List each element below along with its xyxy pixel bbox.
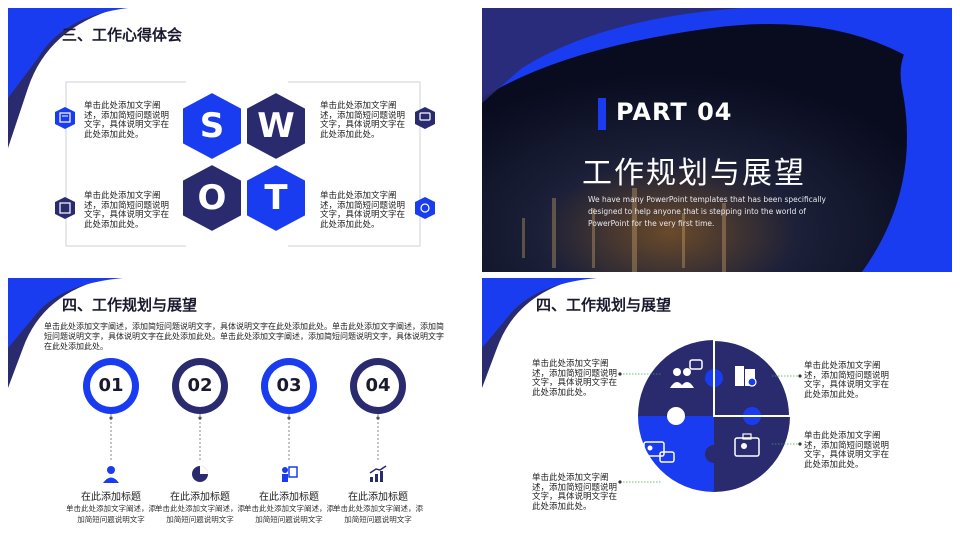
step-line1-01: 单击此处添加文字阐述，添 <box>66 504 156 513</box>
puzzle-text-bottom-left: 单击此处添加文字阐述，添加简短问题说明文字，具体说明文字在此处添加此处。 <box>532 473 618 512</box>
puzzle-text-bottom-right: 单击此处添加文字阐述，添加简短问题说明文字，具体说明文字在此处添加此处。 <box>804 431 890 470</box>
step-line1-04: 单击此处添加文字阐述，添 <box>333 504 423 513</box>
step-line2-01: 加简短问题说明文字 <box>77 515 145 524</box>
swot-hexagons <box>181 90 307 234</box>
id-badge-icon <box>734 433 760 457</box>
swot-text-o: 单击此处添加文字阐述，添加简短问题说明文字，具体说明文字在此处添加此处。 <box>84 191 170 230</box>
step-line1-02: 单击此处添加文字阐述，添 <box>155 504 245 513</box>
slide-swot-decor <box>8 8 421 247</box>
swot-s: S <box>199 106 225 146</box>
step-line2-04: 加简短问题说明文字 <box>344 515 412 524</box>
slide-plan-intro: 单击此处添加文字阐述，添加简短问题说明文字，具体说明文字在此处添加此处。单击此处… <box>44 322 444 351</box>
slide-plan-title: 四、工作规划与展望 <box>62 296 198 314</box>
chat-icon <box>415 107 435 129</box>
slide-puzzle[interactable]: 四、工作规划与展望 单击此处添加文字阐述，添加简短问题说明文字，具体说明文字在此… <box>482 278 952 542</box>
step-number-04: 04 <box>365 375 391 396</box>
slide-plan-decor <box>8 278 406 460</box>
slide-swot[interactable]: 三、工作心得体会 S W O T 单击此处添加文字阐 <box>8 8 478 272</box>
swot-t: T <box>264 178 288 218</box>
document-icon <box>55 107 75 129</box>
step-number-02: 02 <box>187 375 213 396</box>
bar-growth-icon <box>369 465 387 482</box>
pie-chart-icon <box>192 466 208 482</box>
user-icon <box>103 466 119 483</box>
part-title: 工作规划与展望 <box>582 156 806 191</box>
puzzle-text-top-right: 单击此处添加文字阐述，添加简短问题说明文字，具体说明文字在此处添加此处。 <box>804 361 890 400</box>
part-description: We have many PowerPoint templates that h… <box>588 195 826 228</box>
city-background <box>482 8 952 272</box>
puzzle-text-top-left: 单击此处添加文字阐述，添加简短问题说明文字，具体说明文字在此处添加此处。 <box>532 359 618 398</box>
presenter-icon <box>282 466 298 482</box>
slide-puzzle-title: 四、工作规划与展望 <box>536 296 672 314</box>
step-line1-03: 单击此处添加文字阐述，添 <box>244 504 334 513</box>
book-icon <box>55 197 75 219</box>
network-icon <box>415 197 435 219</box>
contact-card-icon <box>643 441 675 463</box>
swot-text-w: 单击此处添加文字阐述，添加简短问题说明文字，具体说明文字在此处添加此处。 <box>320 101 406 140</box>
swot-w: W <box>257 106 295 146</box>
step-line2-02: 加简短问题说明文字 <box>166 515 234 524</box>
team-chat-icon <box>670 359 703 388</box>
step-heading-01: 在此添加标题 <box>81 492 141 503</box>
step-line2-03: 加简短问题说明文字 <box>255 515 323 524</box>
books-icon <box>735 366 757 387</box>
slide-swot-title: 三、工作心得体会 <box>62 26 183 44</box>
part-accent-bar <box>598 98 606 130</box>
slide-plan-steps[interactable]: 四、工作规划与展望 单击此处添加文字阐述，添加简短问题说明文字，具体说明文字在此… <box>8 278 478 542</box>
step-heading-02: 在此添加标题 <box>170 492 230 503</box>
slide-part04[interactable]: PART 04 工作规划与展望 We have many PowerPoint … <box>482 8 952 272</box>
step-heading-03: 在此添加标题 <box>259 492 319 503</box>
step-heading-04: 在此添加标题 <box>348 492 408 503</box>
swot-text-t: 单击此处添加文字阐述，添加简短问题说明文字，具体说明文字在此处添加此处。 <box>320 191 406 230</box>
step-number-03: 03 <box>276 375 302 396</box>
swot-text-s: 单击此处添加文字阐述，添加简短问题说明文字，具体说明文字在此处添加此处。 <box>84 101 170 140</box>
swot-o: O <box>197 178 227 218</box>
slide-puzzle-decor <box>482 278 802 492</box>
part-label: PART 04 <box>616 98 733 126</box>
step-number-01: 01 <box>98 375 124 396</box>
